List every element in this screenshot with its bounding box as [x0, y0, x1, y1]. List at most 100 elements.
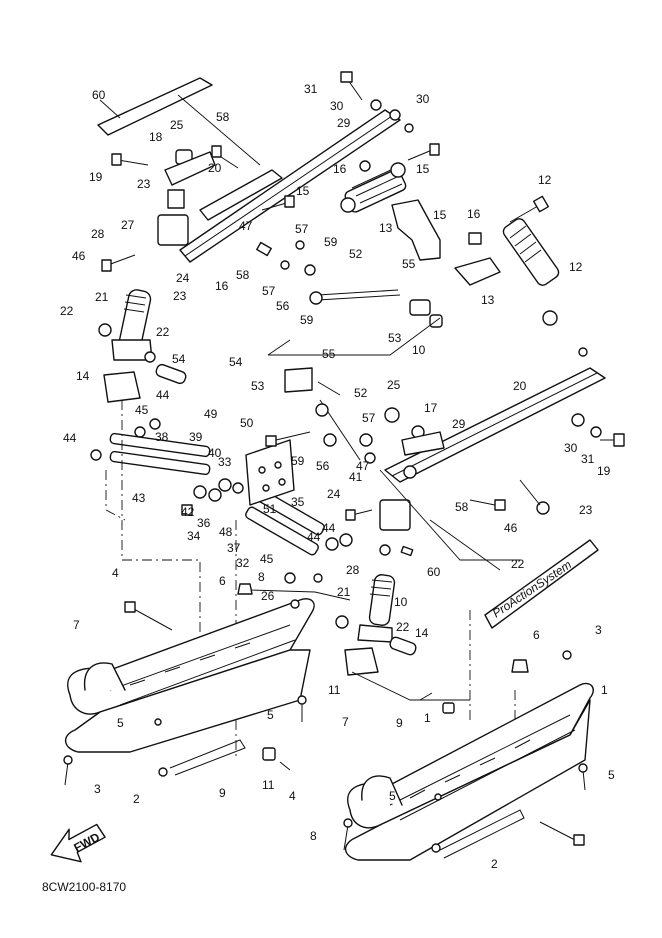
callout-label: 30 [330, 99, 344, 113]
callout-label: 16 [333, 162, 347, 176]
callout-label: 44 [322, 521, 336, 535]
callout-label: 43 [132, 491, 146, 505]
callout-label: 58 [216, 110, 230, 124]
callout-label: 21 [337, 585, 351, 599]
callout-label: 9 [219, 786, 226, 800]
callout-label: 16 [467, 207, 481, 221]
callout-label: 34 [187, 529, 201, 543]
callout-label: 13 [481, 293, 495, 307]
callout-label: 46 [504, 521, 518, 535]
callout-label: 28 [346, 563, 360, 577]
callout-label: 2 [133, 792, 140, 806]
callout-label: 59 [300, 313, 314, 327]
shock-absorber-upper [340, 162, 407, 213]
callout-label: 5 [608, 768, 615, 782]
steering-column-lower [335, 499, 417, 676]
callout-label: 3 [595, 623, 602, 637]
callout-label: 2 [491, 857, 498, 871]
callout-label: 40 [208, 446, 222, 460]
callout-label: 15 [296, 184, 310, 198]
callout-label: 16 [215, 279, 229, 293]
callout-label: 37 [227, 541, 241, 555]
callout-label: 22 [396, 620, 410, 634]
callout-label: 30 [564, 441, 578, 455]
callout-label: 27 [121, 218, 135, 232]
emblem-plate: ProActionSystem [484, 539, 599, 629]
callout-label: 46 [72, 249, 86, 263]
callout-label: 4 [112, 566, 119, 580]
callout-label: 14 [415, 626, 429, 640]
callout-label: 33 [218, 455, 232, 469]
callout-label: 53 [251, 379, 265, 393]
ski-right [344, 682, 594, 861]
fwd-arrow-icon: FWD [50, 823, 106, 863]
bolt-15-right [509, 205, 539, 223]
callout-label: 24 [176, 271, 190, 285]
callout-label: 14 [76, 369, 90, 383]
callout-label: 23 [579, 503, 593, 517]
callout-label: 5 [389, 789, 396, 803]
ski-left [64, 598, 315, 777]
callout-label: 7 [342, 715, 349, 729]
callout-label: 6 [219, 574, 226, 588]
callout-label: 7 [73, 618, 80, 632]
callout-label: 56 [276, 299, 290, 313]
callout-label: 18 [149, 130, 163, 144]
bracket-upper [391, 199, 441, 261]
callout-label: 52 [349, 247, 363, 261]
callout-label: 10 [412, 343, 426, 357]
callout-label: 52 [354, 386, 368, 400]
callout-label: 23 [137, 177, 151, 191]
figure-code: 8CW2100-8170 [42, 880, 127, 894]
callout-label: 45 [135, 403, 149, 417]
callout-label: 51 [263, 502, 277, 516]
bushing-10-middle [155, 363, 187, 385]
callout-label: 9 [396, 716, 403, 730]
callout-label: 12 [569, 260, 583, 274]
callout-label: 59 [324, 235, 338, 249]
callout-label: 21 [95, 290, 109, 304]
upper-grouping-line [267, 339, 291, 356]
callout-label: 48 [219, 525, 233, 539]
callout-label: 57 [362, 411, 376, 425]
callout-label: 44 [156, 388, 170, 402]
callout-label: 50 [240, 416, 254, 430]
callout-label: 23 [173, 289, 187, 303]
callout-label: 22 [156, 325, 170, 339]
tie-rod-upper [295, 240, 443, 328]
callout-label: 42 [181, 505, 195, 519]
callout-label: 25 [387, 378, 401, 392]
callout-label: 24 [327, 487, 341, 501]
callout-label: 36 [197, 516, 211, 530]
callout-label: 13 [379, 221, 393, 235]
callout-label: 47 [356, 459, 370, 473]
center-plate-33 [245, 439, 295, 506]
callout-label: 10 [394, 595, 408, 609]
callout-label: 20 [513, 379, 527, 393]
upper-guard-plate [97, 77, 213, 136]
callout-label: 15 [433, 208, 447, 222]
callout-label: 4 [289, 789, 296, 803]
callout-label: 55 [322, 347, 336, 361]
callout-label: 44 [307, 530, 321, 544]
callout-label: 60 [92, 88, 106, 102]
callout-label: 58 [455, 500, 469, 514]
callout-label: 8 [258, 570, 265, 584]
callout-label: 5 [117, 716, 124, 730]
callout-label: 11 [328, 683, 341, 697]
callout-label: 41 [349, 470, 363, 484]
callout-label: 49 [204, 407, 218, 421]
callout-label: 1 [601, 683, 608, 697]
callout-label: 58 [236, 268, 250, 282]
callout-label: 35 [291, 495, 305, 509]
callout-label: 22 [511, 557, 525, 571]
callout-label: 1 [424, 711, 431, 725]
callout-label: 57 [262, 284, 276, 298]
callout-label: 54 [172, 352, 186, 366]
callout-label: 45 [260, 552, 274, 566]
callout-label: 22 [60, 304, 74, 318]
callout-label: 44 [63, 431, 77, 445]
callout-label: 17 [424, 401, 438, 415]
callout-label: 19 [89, 170, 103, 184]
